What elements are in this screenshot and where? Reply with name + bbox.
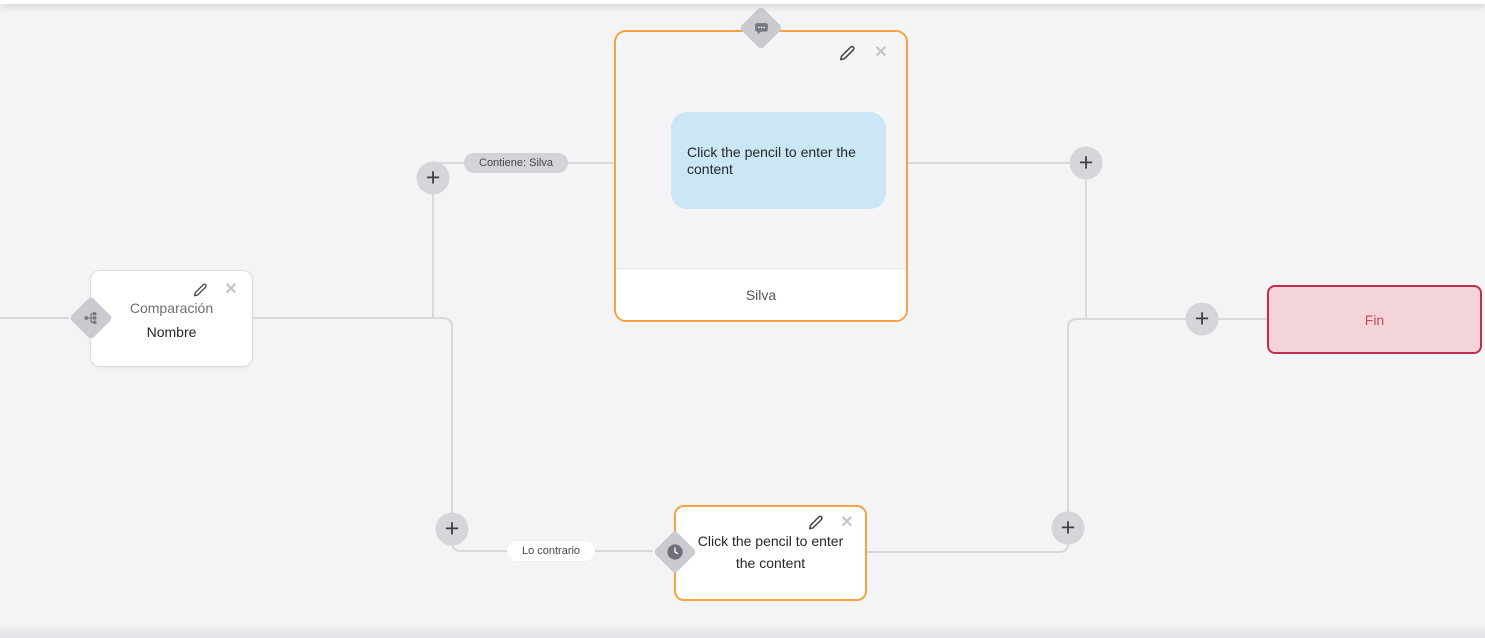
clock-icon	[653, 530, 697, 574]
chat-icon	[739, 6, 783, 50]
close-icon[interactable]: ✕	[874, 44, 888, 61]
add-node-button-otherwise[interactable]: +	[435, 512, 469, 546]
add-node-button-condition[interactable]: +	[416, 161, 450, 195]
close-icon[interactable]: ✕	[224, 281, 238, 298]
delay-placeholder-text: Click the pencil to enter the content	[697, 533, 844, 571]
node-subtitle: Nombre	[146, 324, 197, 340]
message-footer: Silva	[616, 268, 906, 320]
connector-otherwise	[253, 317, 653, 552]
canvas-bottom-fade	[0, 624, 1485, 638]
add-node-button-before-end[interactable]: +	[1185, 302, 1219, 336]
message-placeholder-text: Click the pencil to enter the content	[687, 143, 856, 177]
add-node-button-after-delay[interactable]: +	[1051, 511, 1085, 545]
node-title: Comparación	[129, 300, 214, 316]
add-node-button-after-message[interactable]: +	[1069, 146, 1103, 180]
node-message[interactable]: ✕ Click the pencil to enter the content …	[614, 30, 908, 322]
message-bubble: Click the pencil to enter the content	[671, 112, 886, 209]
edit-pencil-icon[interactable]	[838, 43, 856, 61]
node-comparison[interactable]: ✕ Comparación Nombre	[90, 270, 253, 367]
branch-icon	[69, 296, 113, 340]
edit-pencil-icon[interactable]	[807, 513, 825, 531]
end-label: Fin	[1364, 311, 1385, 328]
edge-label-otherwise[interactable]: Lo contrario	[506, 541, 596, 561]
toolbar-bottom-shadow	[0, 0, 1485, 4]
node-delay[interactable]: ✕ Click the pencil to enter the content	[674, 505, 867, 601]
connector-condition	[432, 162, 614, 318]
message-footer-text: Silva	[745, 286, 777, 303]
connector-message-out	[908, 162, 1087, 319]
node-end[interactable]: Fin	[1267, 285, 1482, 354]
close-icon[interactable]: ✕	[840, 514, 854, 531]
edit-pencil-icon[interactable]	[191, 280, 209, 298]
edge-label-condition[interactable]: Contiene: Silva	[464, 153, 568, 173]
connector-delay-out	[867, 318, 1268, 553]
